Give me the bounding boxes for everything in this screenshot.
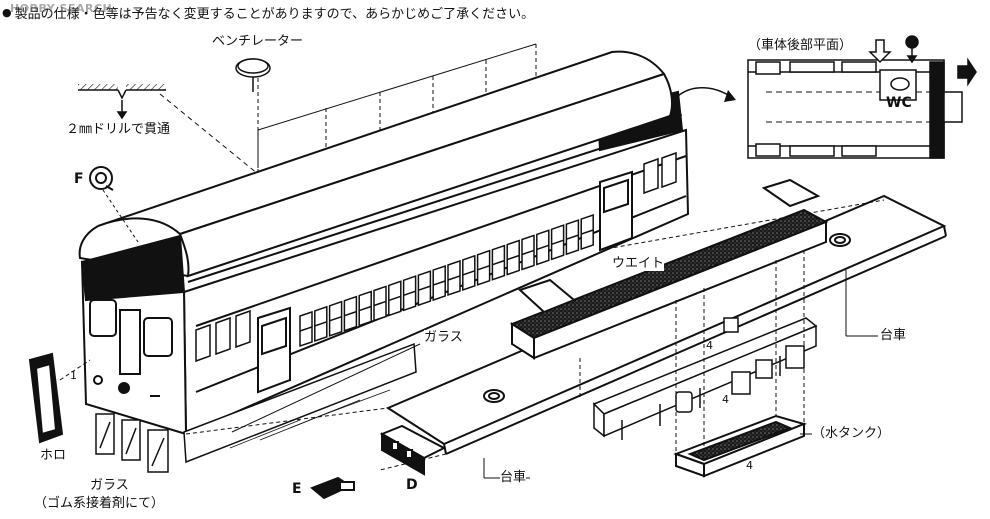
label-bogie-bottom: 台車 xyxy=(500,470,527,485)
bullet-icon: ● xyxy=(2,5,12,19)
label-plan-title: （車体後部平面） xyxy=(748,38,853,53)
side-windows xyxy=(195,151,677,363)
label-drill: ２㎜ドリルで貫通 xyxy=(66,122,171,137)
window-divider xyxy=(432,280,446,286)
side-window xyxy=(643,157,659,195)
label-horo: ホロ xyxy=(40,448,67,463)
label-num-1: 1 xyxy=(70,369,77,382)
plan-view xyxy=(747,35,977,159)
window-divider xyxy=(344,310,357,317)
window-divider xyxy=(462,270,476,276)
watermark: HOBBY SEARCH xyxy=(10,2,113,15)
label-d: D xyxy=(406,477,418,493)
window-divider xyxy=(521,249,535,256)
window-divider xyxy=(580,229,594,235)
window-divider xyxy=(403,290,416,297)
d-part xyxy=(379,424,447,476)
side-window xyxy=(215,316,231,356)
window-divider xyxy=(314,321,328,327)
window-divider xyxy=(447,275,461,281)
ventilator-part xyxy=(235,58,271,188)
label-e: E xyxy=(292,481,302,497)
label-num-4c: 4 xyxy=(746,459,753,472)
label-wc: WC xyxy=(886,95,912,111)
window-divider xyxy=(492,259,505,266)
window-divider xyxy=(373,300,387,307)
side-window xyxy=(235,309,251,349)
label-num-2: 2 xyxy=(676,111,683,124)
label-glass-front: ガラス xyxy=(90,478,129,493)
e-part xyxy=(310,476,355,500)
label-water-tank: （水タンク） xyxy=(812,426,891,441)
window-divider xyxy=(299,326,313,332)
label-bogie-right: 台車 xyxy=(880,328,907,343)
window-divider xyxy=(506,254,520,261)
label-weight: ウエイト xyxy=(612,256,665,271)
window-divider xyxy=(388,295,402,302)
label-f: F xyxy=(74,171,84,187)
end-face xyxy=(89,299,173,397)
side-window xyxy=(661,151,677,189)
horo-part xyxy=(28,352,64,444)
floor-plate xyxy=(385,194,947,455)
label-num-4a: 4 xyxy=(706,339,713,352)
window-divider xyxy=(536,244,550,251)
side-window xyxy=(195,323,211,363)
window-divider xyxy=(418,285,431,291)
label-num-4b: 4 xyxy=(722,393,729,406)
drill-detail xyxy=(78,84,166,120)
notice-text: ● 製品の仕様・色等は予告なく変更することがありますので、あらかじめご了承くださ… xyxy=(2,1,534,23)
weight-part xyxy=(509,178,829,360)
front-glass-parts xyxy=(95,413,169,473)
window-divider xyxy=(477,265,490,271)
notice-label: 製品の仕様・色等は予告なく変更することがありますので、あらかじめご了承ください。 xyxy=(14,6,535,22)
window-divider xyxy=(329,316,342,322)
label-glue-note: （ゴム系接着剤にて） xyxy=(34,496,165,511)
water-tank-part xyxy=(673,414,808,478)
window-divider xyxy=(566,234,579,240)
car-doors xyxy=(257,170,633,394)
underfloor-equipment xyxy=(592,317,818,440)
window-divider xyxy=(551,239,564,246)
window-divider xyxy=(358,305,372,312)
f-part xyxy=(89,166,114,191)
label-ventilator: ベンチレーター xyxy=(212,34,304,49)
label-glass-side: ガラス xyxy=(424,330,463,345)
